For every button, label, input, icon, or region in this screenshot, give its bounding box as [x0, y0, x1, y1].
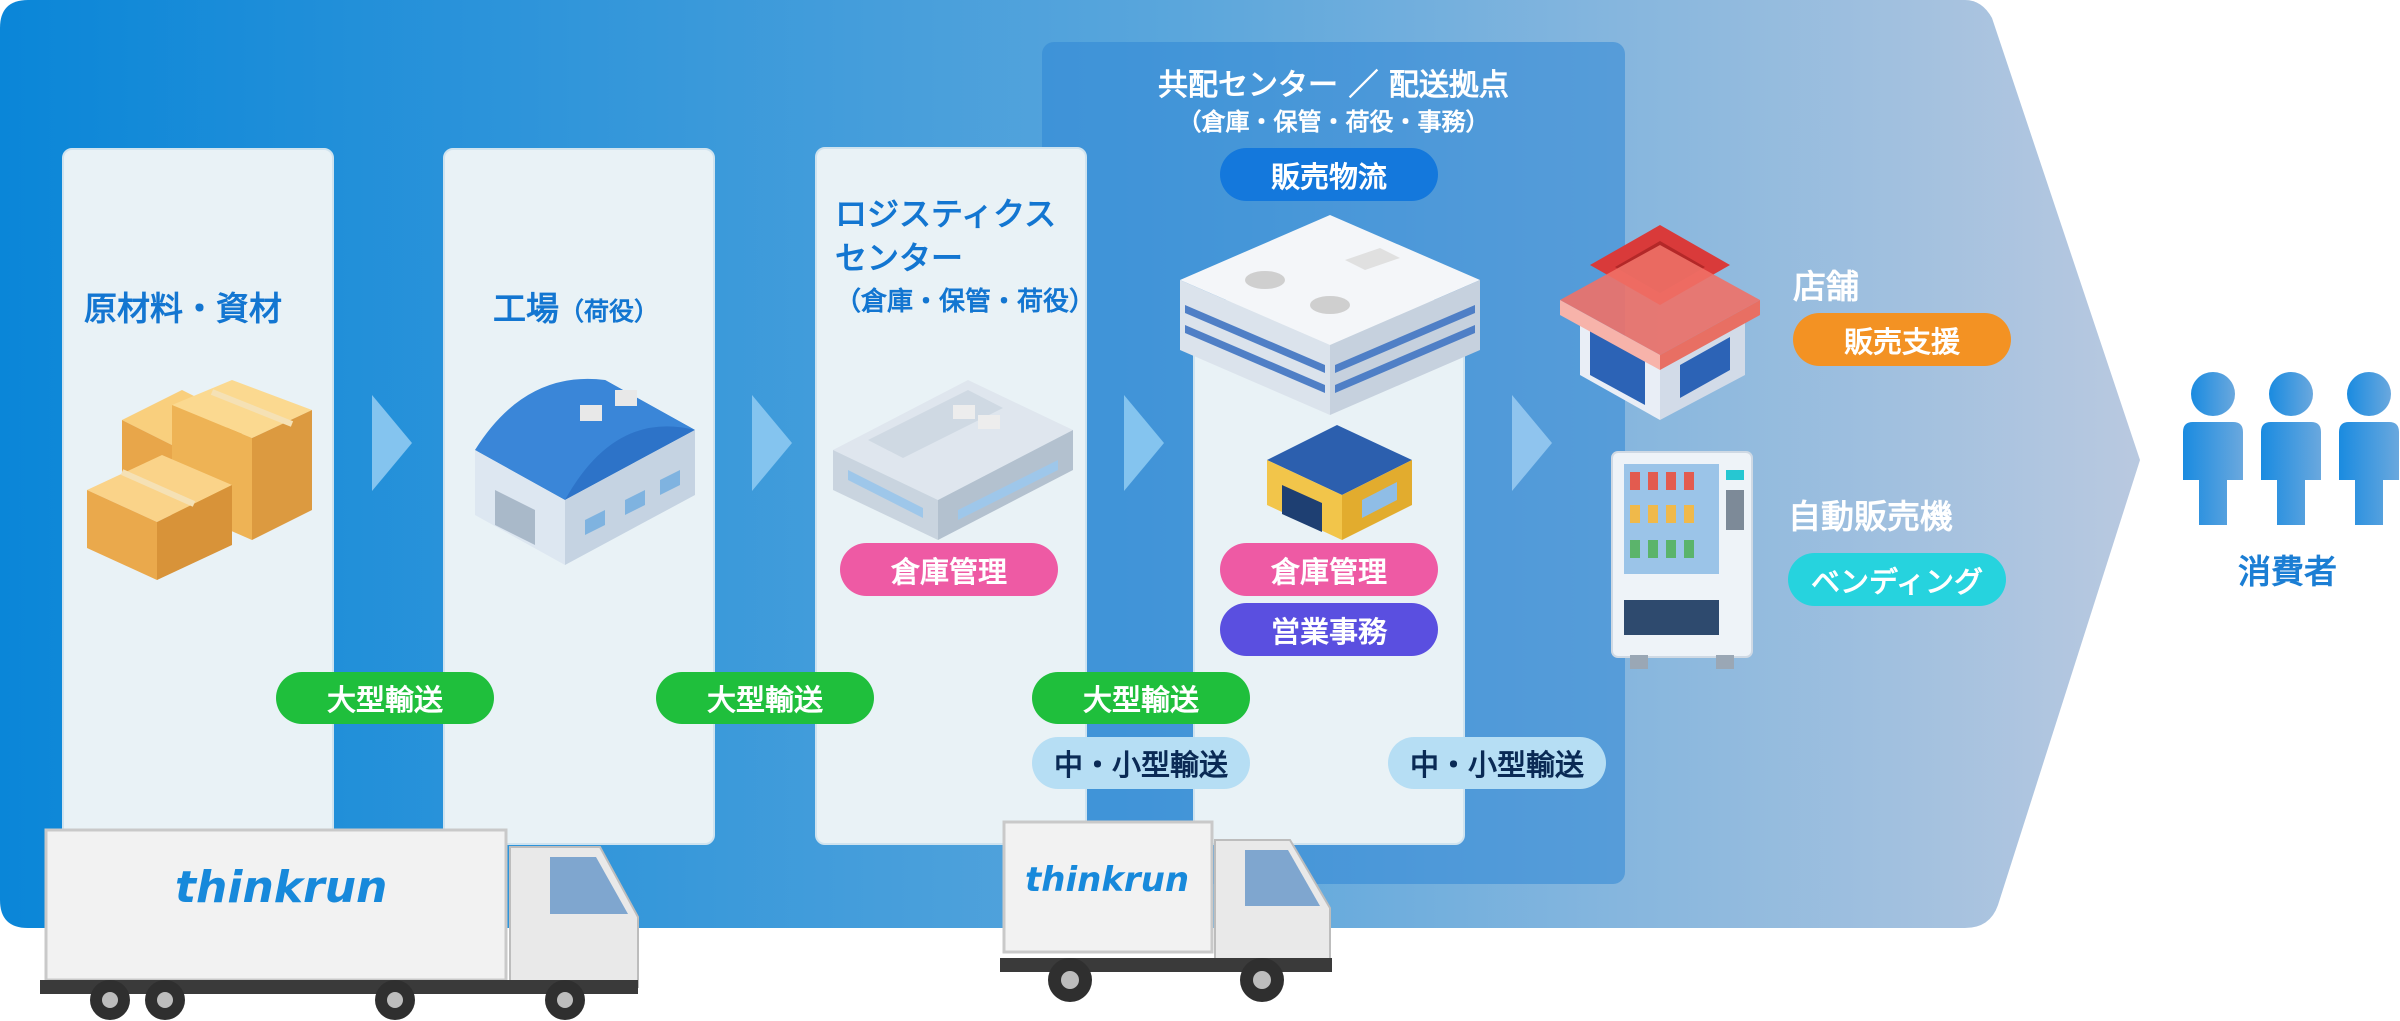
- transport-large-1: 大型輸送: [276, 672, 494, 724]
- stage-factory-title: 工場: [493, 289, 559, 328]
- store-icon: [1560, 225, 1760, 420]
- brand-logo-large-truck: thinkrun: [175, 862, 388, 913]
- tag-sales-support: 販売支援: [1793, 313, 2011, 366]
- stage-factory-sub: （荷役）: [559, 297, 660, 326]
- stage-logistics-title-2: センター: [835, 239, 964, 277]
- chevron-right-icon: [1512, 395, 1552, 491]
- small-warehouse-icon: [1267, 425, 1412, 540]
- chevron-right-icon: [752, 395, 792, 491]
- stage-factory-heading: 工場（荷役）: [493, 282, 659, 330]
- chevron-right-icon: [372, 395, 412, 491]
- truck-icon: [1000, 820, 1332, 1002]
- stage-joint-title: 共配センター ／ 配送拠点: [1158, 68, 1509, 103]
- tag-warehouse-management-joint: 倉庫管理: [1220, 543, 1438, 596]
- factory-icon: [475, 378, 695, 565]
- people-icon: [2183, 372, 2399, 525]
- stage-raw-title: 原材料・資材: [84, 289, 282, 328]
- brand-logo-small-truck: thinkrun: [1025, 860, 1190, 900]
- tag-sales-office: 営業事務: [1220, 603, 1438, 656]
- stage-logistics-sub: （倉庫・保管・荷役）: [835, 287, 1096, 317]
- transport-large-2: 大型輸送: [656, 672, 874, 724]
- vending-machine-icon: [1611, 451, 1753, 669]
- transport-medium-small-2: 中・小型輸送: [1388, 737, 1606, 789]
- boxes-icon: [87, 380, 312, 580]
- consumer-title: 消費者: [2238, 552, 2337, 591]
- tag-sales-logistics: 販売物流: [1220, 148, 1438, 201]
- office-building-icon: [1180, 215, 1480, 415]
- stage-joint-sub: （倉庫・保管・荷役・事務）: [1177, 108, 1490, 136]
- stage-logistics-heading: ロジスティクス センター （倉庫・保管・荷役）: [835, 192, 1095, 324]
- truck-icon: [40, 828, 639, 1020]
- stage-logistics-title-1: ロジスティクス: [835, 195, 1057, 233]
- tag-vending: ベンディング: [1788, 553, 2006, 606]
- tag-warehouse-management-logistics: 倉庫管理: [840, 543, 1058, 596]
- transport-large-3: 大型輸送: [1032, 672, 1250, 724]
- vending-title: 自動販売機: [1788, 497, 1953, 536]
- warehouse-icon: [833, 380, 1073, 540]
- chevron-right-icon: [1124, 395, 1164, 491]
- transport-medium-small-1: 中・小型輸送: [1032, 737, 1250, 789]
- store-title: 店舗: [1793, 267, 1859, 306]
